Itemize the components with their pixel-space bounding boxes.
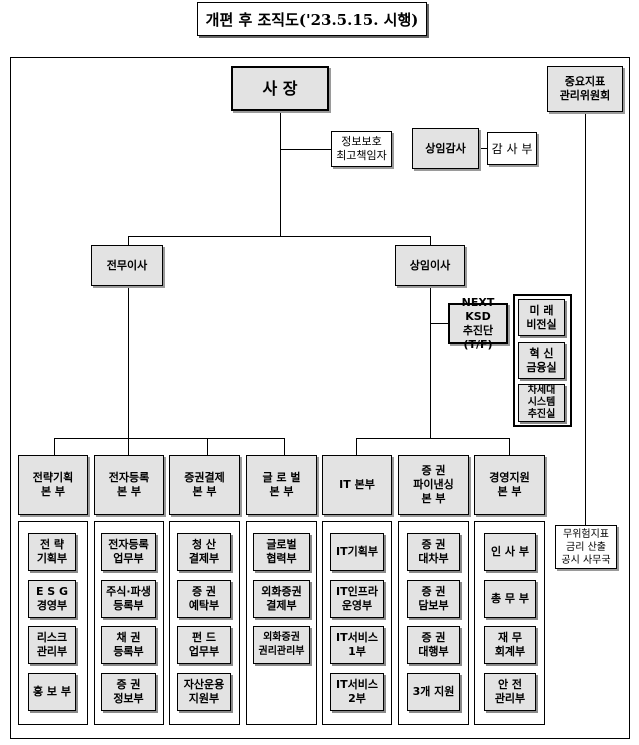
- unit-e-registration-ops: 전자등록 업무부: [101, 533, 156, 571]
- next-ksd-box: NEXT KSD 추진단(T/F): [448, 296, 508, 351]
- unit-three-branches: 3개 지원: [407, 673, 460, 711]
- unit-finance-accounting: 재 무 회계부: [484, 626, 536, 664]
- hq-it: IT 본부: [322, 455, 392, 515]
- unit-esg-management: E S G 경영부: [28, 580, 76, 618]
- unit-securities-agency: 증 권 대행부: [407, 626, 460, 664]
- unit-general-affairs: 총 무 부: [484, 580, 536, 618]
- standing-director-box: 상임이사: [395, 245, 465, 286]
- hq-global: 글 로 벌 본 부: [246, 455, 317, 515]
- unit-risk-management: 리스크 관리부: [28, 626, 76, 664]
- hq-financing: 증 권 파이낸싱 본 부: [398, 455, 469, 515]
- unit-securities-deposit: 증 권 예탁부: [177, 580, 231, 618]
- unit-bond-registration: 채 권 등록부: [101, 626, 156, 664]
- unit-global-cooperation: 글로벌 협력부: [253, 533, 310, 571]
- audit-dept-box: 감 사 부: [487, 132, 537, 165]
- unit-human-resources: 인 사 부: [484, 533, 536, 571]
- auditor-box: 상임감사: [412, 128, 479, 169]
- next-gen-system-office: 차세대 시스템 추진실: [518, 384, 565, 422]
- ciso-box: 정보보호 최고책임자: [331, 131, 392, 167]
- unit-foreign-settlement: 외화증권 결제부: [253, 580, 310, 618]
- page-title: 개편 후 조직도('23.5.15. 시행): [197, 2, 427, 36]
- unit-it-planning: IT기획부: [330, 533, 384, 571]
- unit-fund-operations: 펀 드 업무부: [177, 626, 231, 664]
- org-chart-frame: [10, 57, 630, 739]
- unit-securities-collateral: 증 권 담보부: [407, 580, 460, 618]
- unit-asset-mgmt-support: 자산운용 지원부: [177, 673, 231, 711]
- unit-strategy-planning: 전 략 기획부: [28, 533, 76, 571]
- unit-safety-management: 안 전 관리부: [484, 673, 536, 711]
- committee-box: 중요지표 관리위원회: [547, 66, 623, 112]
- risk-free-rate-office: 무위험지표 금리 산출 공시 사무국: [555, 525, 617, 569]
- unit-securities-info: 증 권 정보부: [101, 673, 156, 711]
- hq-strategy: 전략기획 본 부: [18, 455, 88, 515]
- exec-director-box: 전무이사: [91, 245, 163, 286]
- unit-it-service-1: IT서비스 1부: [330, 626, 384, 664]
- unit-stock-derivative-reg: 주식·파생 등록부: [101, 580, 156, 618]
- unit-it-infra-ops: IT인프라 운영부: [330, 580, 384, 618]
- president-box: 사 장: [231, 66, 329, 111]
- future-vision-office: 미 래 비전실: [518, 299, 565, 336]
- unit-foreign-rights-mgmt: 외화증권 권리관리부: [253, 626, 310, 664]
- unit-public-relations: 홍 보 부: [28, 673, 76, 711]
- hq-settlement: 증권결제 본 부: [169, 455, 240, 515]
- unit-clearing-settlement: 청 산 결제부: [177, 533, 231, 571]
- unit-securities-lending: 증 권 대차부: [407, 533, 460, 571]
- unit-it-service-2: IT서비스 2부: [330, 673, 384, 711]
- innovation-finance-office: 혁 신 금융실: [518, 342, 565, 379]
- hq-e-registration: 전자등록 본 부: [94, 455, 164, 515]
- hq-management: 경영지원 본 부: [474, 455, 545, 515]
